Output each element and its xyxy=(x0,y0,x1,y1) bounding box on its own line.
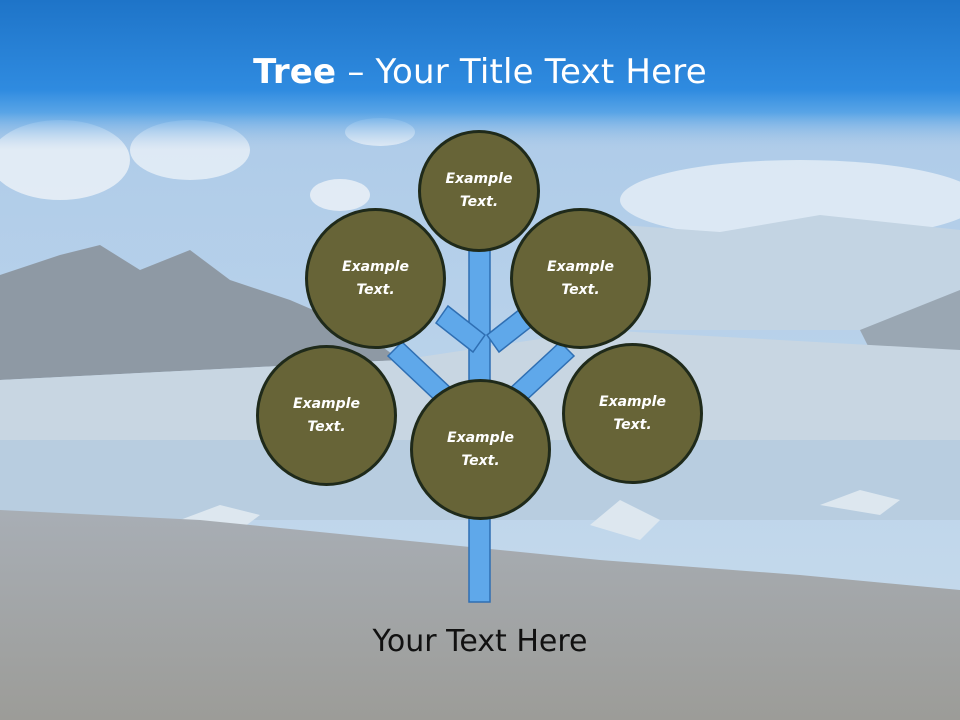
tree-node-label: Example Text. xyxy=(447,429,514,469)
tree-node-top: Example Text. xyxy=(418,130,540,252)
tree-node-lower-right: Example Text. xyxy=(562,343,703,484)
caption-text: Your Text Here xyxy=(372,624,588,659)
branch-upper-left xyxy=(434,304,487,354)
tree-node-label: Example Text. xyxy=(599,393,666,433)
title-dash: – xyxy=(336,52,376,92)
slide-title: Tree – Your Title Text Here xyxy=(0,52,960,92)
title-bold: Tree xyxy=(253,52,337,92)
tree-node-label: Example Text. xyxy=(547,258,614,298)
tree-node-upper-left: Example Text. xyxy=(305,208,446,349)
title-rest: Your Title Text Here xyxy=(375,52,707,92)
tree-node-label: Example Text. xyxy=(445,171,513,210)
tree-node-label: Example Text. xyxy=(342,258,409,298)
tree-node-label: Example Text. xyxy=(293,395,360,435)
tree-node-center: Example Text. xyxy=(410,379,551,520)
tree-node-lower-left: Example Text. xyxy=(256,345,397,486)
title-bar xyxy=(0,0,960,150)
tree-node-upper-right: Example Text. xyxy=(510,208,651,349)
